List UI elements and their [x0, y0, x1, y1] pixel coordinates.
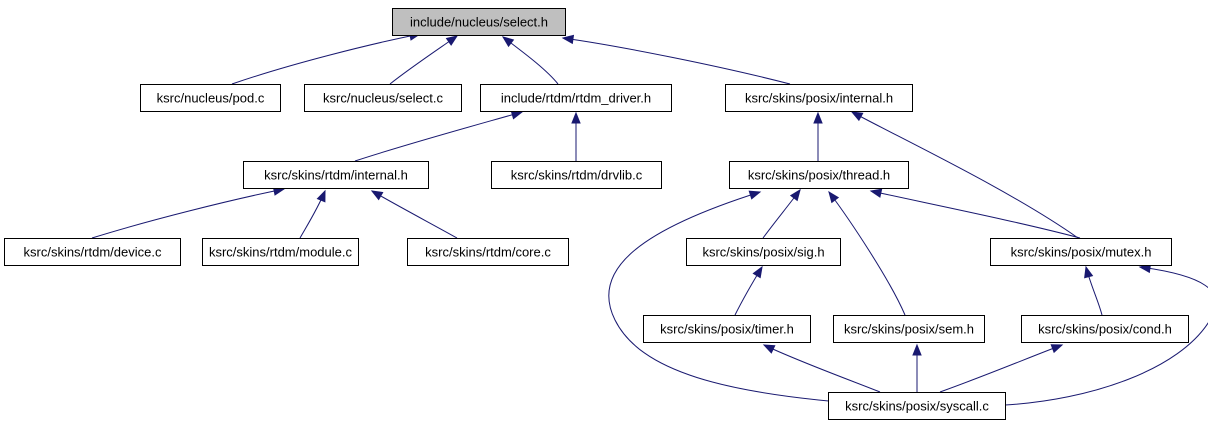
- arrowhead-icon: [445, 35, 459, 46]
- node-select-h[interactable]: include/nucleus/select.h: [392, 8, 566, 36]
- arrowhead-icon: [813, 111, 823, 124]
- edge-sig-h-to-thread-h: [762, 188, 801, 239]
- node-label: ksrc/skins/rtdm/module.c: [209, 245, 353, 260]
- edge-device-c-to-rtdm-internal-h: [91, 186, 286, 239]
- edge-syscall-c-to-sem-h: [912, 343, 922, 392]
- edge-timer-h-to-sig-h: [734, 265, 763, 316]
- node-box: [1021, 315, 1189, 343]
- node-label: ksrc/skins/posix/sem.h: [844, 322, 974, 337]
- node-sem-h[interactable]: ksrc/skins/posix/sem.h: [833, 315, 985, 343]
- node-box: [480, 84, 672, 112]
- edge-syscall-c-to-cond-h: [939, 344, 1064, 393]
- arrowhead-icon: [789, 188, 801, 202]
- arrowhead-icon: [1050, 344, 1064, 354]
- node-label: ksrc/skins/posix/cond.h: [1038, 322, 1172, 337]
- node-label: ksrc/nucleus/select.c: [323, 91, 443, 106]
- node-box: [304, 84, 462, 112]
- node-rtdm-driver-h[interactable]: include/rtdm/rtdm_driver.h: [480, 84, 672, 112]
- edge-cond-h-to-mutex-h: [1084, 265, 1103, 316]
- node-box: [407, 238, 569, 266]
- node-box: [491, 161, 662, 189]
- node-label: ksrc/skins/rtdm/core.c: [425, 245, 551, 260]
- node-label: ksrc/skins/posix/thread.h: [748, 168, 890, 183]
- edge-rtdm-driver-h-to-select-h: [501, 36, 559, 85]
- edge-rtdm-internal-h-to-rtdm-driver-h: [354, 110, 524, 162]
- node-posix-internal-h[interactable]: ksrc/skins/posix/internal.h: [725, 84, 913, 112]
- node-label: ksrc/skins/rtdm/drvlib.c: [511, 168, 643, 183]
- node-cond-h[interactable]: ksrc/skins/posix/cond.h: [1021, 315, 1189, 343]
- arrowhead-icon: [316, 189, 326, 203]
- arrowhead-icon: [869, 188, 883, 198]
- edge-module-c-to-rtdm-internal-h: [299, 189, 326, 239]
- edge-thread-h-to-posix-internal-h: [813, 111, 823, 161]
- node-box: [990, 238, 1172, 266]
- node-drvlib-c[interactable]: ksrc/skins/rtdm/drvlib.c: [491, 161, 662, 189]
- arrowhead-icon: [762, 344, 776, 354]
- arrowhead-icon: [912, 343, 922, 356]
- node-label: ksrc/skins/posix/internal.h: [745, 91, 893, 106]
- arrowhead-icon: [850, 111, 864, 122]
- node-label: include/nucleus/select.h: [410, 15, 548, 30]
- arrowhead-icon: [510, 110, 524, 120]
- node-box: [686, 238, 841, 266]
- node-box: [202, 238, 359, 266]
- node-label: ksrc/skins/posix/timer.h: [660, 322, 794, 337]
- arrowhead-icon: [748, 190, 762, 200]
- node-label: ksrc/skins/rtdm/device.c: [24, 245, 162, 260]
- node-label: ksrc/skins/rtdm/internal.h: [264, 168, 408, 183]
- node-box: [833, 315, 985, 343]
- node-box: [392, 8, 566, 36]
- edge-pod-c-to-select-h: [231, 31, 422, 85]
- node-rtdm-internal-h[interactable]: ksrc/skins/rtdm/internal.h: [243, 161, 429, 189]
- arrowhead-icon: [561, 34, 575, 45]
- edge-mutex-h-to-thread-h: [869, 188, 1081, 239]
- edge-syscall-c-to-timer-h: [762, 344, 881, 393]
- node-sig-h[interactable]: ksrc/skins/posix/sig.h: [686, 238, 841, 266]
- graph-edges: [91, 31, 1208, 406]
- arrowhead-icon: [1084, 265, 1094, 279]
- edge-select-c-to-select-h: [389, 35, 459, 85]
- edge-posix-internal-h-to-select-h: [561, 34, 791, 85]
- node-box: [828, 392, 1006, 420]
- arrowhead-icon: [828, 190, 840, 204]
- node-label: include/rtdm/rtdm_driver.h: [501, 91, 651, 106]
- edge-syscall-c-to-thread-h: [608, 190, 881, 406]
- edge-drvlib-c-to-rtdm-driver-h: [571, 111, 581, 161]
- node-device-c[interactable]: ksrc/skins/rtdm/device.c: [4, 238, 181, 266]
- node-timer-h[interactable]: ksrc/skins/posix/timer.h: [643, 315, 811, 343]
- arrowhead-icon: [752, 265, 763, 279]
- node-pod-c[interactable]: ksrc/nucleus/pod.c: [140, 84, 281, 112]
- node-mutex-h[interactable]: ksrc/skins/posix/mutex.h: [990, 238, 1172, 266]
- node-label: ksrc/skins/posix/mutex.h: [1011, 245, 1152, 260]
- node-label: ksrc/nucleus/pod.c: [157, 91, 265, 106]
- node-thread-h[interactable]: ksrc/skins/posix/thread.h: [729, 161, 909, 189]
- arrowhead-icon: [501, 36, 515, 48]
- node-module-c[interactable]: ksrc/skins/rtdm/module.c: [202, 238, 359, 266]
- node-label: ksrc/skins/posix/sig.h: [702, 245, 824, 260]
- node-label: ksrc/skins/posix/syscall.c: [845, 399, 989, 414]
- graph-nodes: include/nucleus/select.h ksrc/nucleus/pod…: [4, 8, 1189, 420]
- arrowhead-icon: [370, 190, 384, 201]
- node-box: [725, 84, 913, 112]
- node-core-c[interactable]: ksrc/skins/rtdm/core.c: [407, 238, 569, 266]
- edge-sem-h-to-thread-h: [828, 190, 906, 316]
- node-box: [729, 161, 909, 189]
- arrowhead-icon: [571, 111, 581, 124]
- node-box: [243, 161, 429, 189]
- node-box: [4, 238, 181, 266]
- node-box: [140, 84, 281, 112]
- edge-core-c-to-rtdm-internal-h: [370, 190, 458, 239]
- node-box: [643, 315, 811, 343]
- node-syscall-c[interactable]: ksrc/skins/posix/syscall.c: [828, 392, 1006, 420]
- node-select-c[interactable]: ksrc/nucleus/select.c: [304, 84, 462, 112]
- edge-mutex-h-to-posix-internal-h: [850, 111, 1079, 239]
